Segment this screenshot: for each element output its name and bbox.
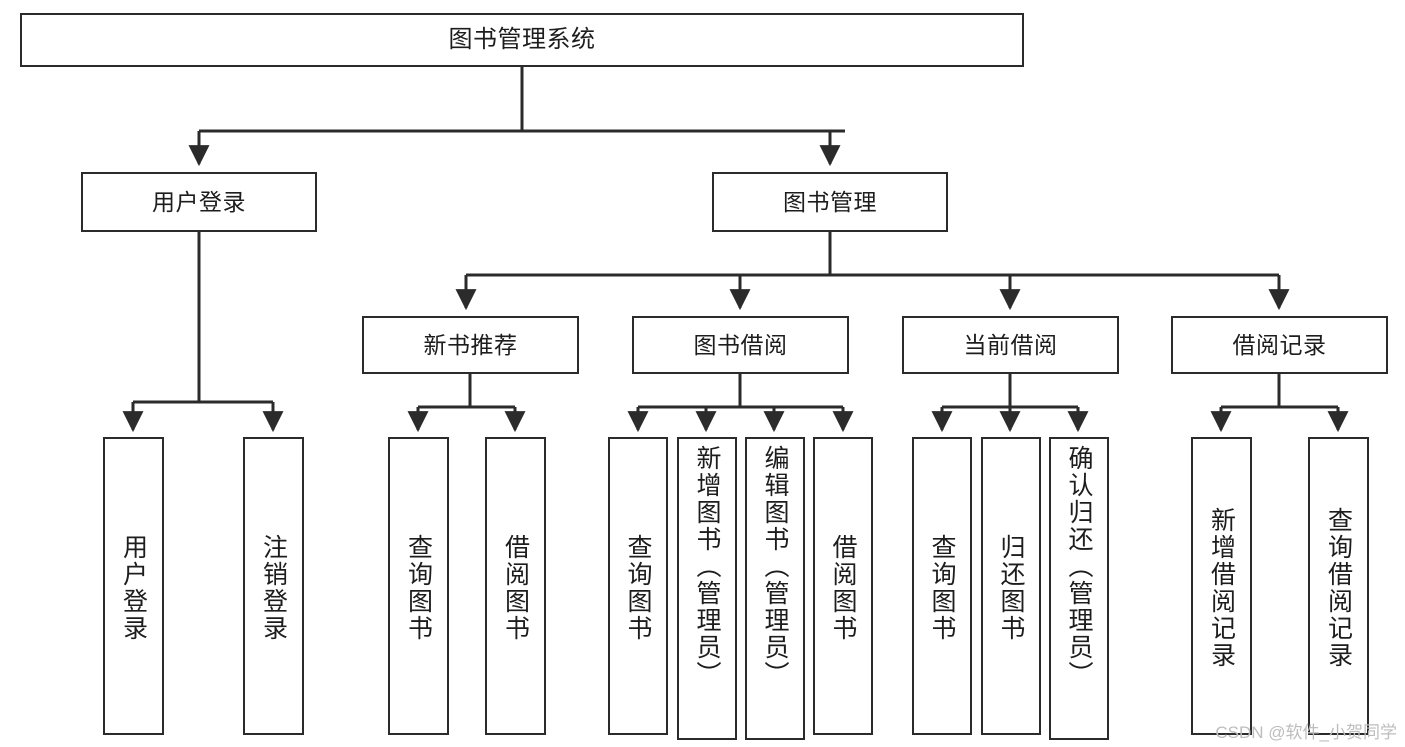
- leaf-node-edit-book-admin[interactable]: 编辑图书（管理员）: [745, 437, 805, 740]
- node-label: 查询图书: [928, 534, 956, 642]
- leaf-node-borrow-books-borrowing[interactable]: 借阅图书: [813, 437, 873, 735]
- node-new-book-recommendation[interactable]: 新书推荐: [362, 316, 579, 374]
- node-label: 新书推荐: [423, 331, 518, 358]
- node-label: 图书管理: [783, 188, 877, 215]
- leaf-node-confirm-return-admin[interactable]: 确认归还（管理员）: [1049, 437, 1109, 740]
- node-current-borrowing[interactable]: 当前借阅: [902, 316, 1119, 374]
- node-borrowing-records[interactable]: 借阅记录: [1171, 316, 1388, 374]
- node-book-management[interactable]: 图书管理: [712, 172, 948, 232]
- node-book-management-system[interactable]: 图书管理系统: [20, 13, 1024, 67]
- leaf-node-query-books-current[interactable]: 查询图书: [912, 437, 972, 735]
- leaf-node-add-borrowing-record[interactable]: 新增借阅记录: [1191, 437, 1252, 735]
- node-label: 查询图书: [404, 534, 433, 642]
- node-label: 用户登录: [119, 534, 148, 642]
- node-label: 图书借阅: [693, 331, 788, 358]
- node-label: 借阅图书: [501, 534, 530, 642]
- leaf-node-user-login[interactable]: 用户登录: [103, 437, 164, 735]
- leaf-node-borrow-books-recommendation[interactable]: 借阅图书: [485, 437, 546, 735]
- node-label: 编辑图书（管理员）: [761, 445, 789, 688]
- node-label: 借阅图书: [829, 534, 857, 642]
- node-label: 归还图书: [997, 534, 1025, 642]
- leaf-node-query-books-borrowing[interactable]: 查询图书: [608, 437, 668, 735]
- node-label: 新增借阅记录: [1207, 507, 1236, 669]
- leaf-node-query-books-recommendation[interactable]: 查询图书: [388, 437, 449, 735]
- node-label: 新增图书（管理员）: [693, 445, 721, 688]
- node-label: 借阅记录: [1232, 331, 1327, 358]
- node-label: 确认归还（管理员）: [1065, 445, 1093, 688]
- node-label: 查询借阅记录: [1324, 507, 1353, 669]
- node-label: 当前借阅: [963, 331, 1058, 358]
- node-user-login[interactable]: 用户登录: [81, 172, 317, 232]
- leaf-node-add-book-admin[interactable]: 新增图书（管理员）: [677, 437, 737, 740]
- node-book-borrowing[interactable]: 图书借阅: [632, 316, 849, 374]
- node-label: 查询图书: [624, 534, 652, 642]
- node-label: 图书管理系统: [448, 26, 596, 54]
- node-label: 用户登录: [152, 188, 246, 215]
- leaf-node-return-books[interactable]: 归还图书: [981, 437, 1041, 735]
- leaf-node-logout[interactable]: 注销登录: [243, 437, 304, 735]
- watermark-text: CSDN @软件_小贺同学: [1215, 723, 1397, 742]
- node-label: 注销登录: [259, 534, 288, 642]
- leaf-node-query-borrowing-record[interactable]: 查询借阅记录: [1308, 437, 1369, 735]
